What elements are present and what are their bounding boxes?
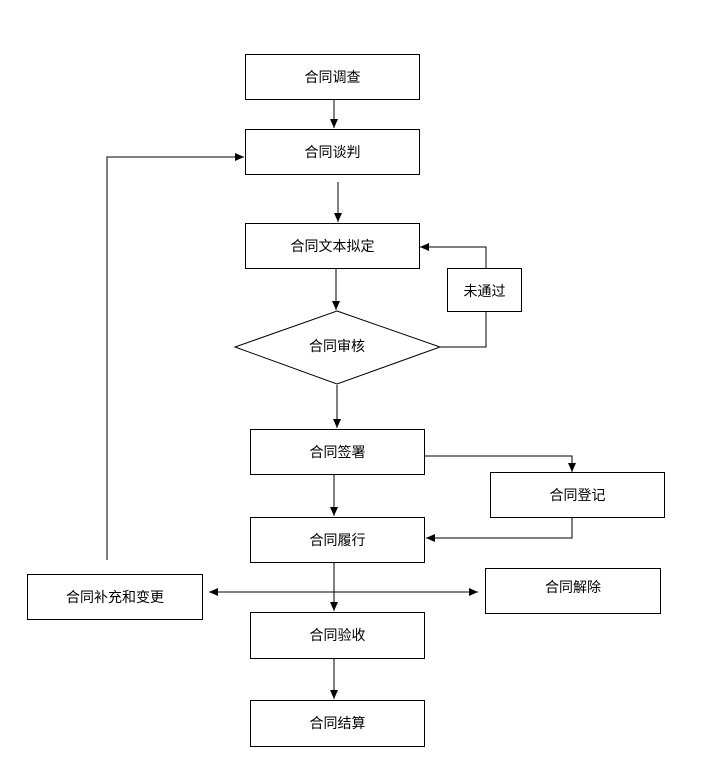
step-accept-label: 合同验收 <box>309 628 366 644</box>
arrow-supplement-to-negotiate <box>106 153 244 560</box>
step-settle: 合同结算 <box>250 700 425 747</box>
step-negotiate: 合同谈判 <box>245 129 420 175</box>
step-perform: 合同履行 <box>250 517 425 563</box>
step-terminate: 合同解除 <box>485 568 661 614</box>
step-review-label: 合同审核 <box>309 339 365 355</box>
step-supplement: 合同补充和变更 <box>27 574 203 620</box>
step-settle-label: 合同结算 <box>309 716 366 732</box>
step-sign: 合同签署 <box>250 429 425 475</box>
step-terminate-label: 合同解除 <box>545 580 601 596</box>
step-draft: 合同文本拟定 <box>245 223 420 269</box>
step-draft-label: 合同文本拟定 <box>290 239 375 255</box>
step-register-label: 合同登记 <box>549 488 606 504</box>
step-sign-label: 合同签署 <box>309 445 366 461</box>
step-supplement-label: 合同补充和变更 <box>66 590 164 606</box>
step-investigate: 合同调查 <box>245 54 420 100</box>
step-not-passed-label: 未通过 <box>463 284 506 300</box>
arrow-sign-to-register <box>425 455 576 472</box>
step-register: 合同登记 <box>490 472 665 518</box>
step-negotiate-label: 合同谈判 <box>304 145 361 161</box>
step-investigate-label: 合同调查 <box>304 70 361 86</box>
step-accept: 合同验收 <box>250 612 425 659</box>
review-diamond <box>233 310 442 385</box>
arrow-register-to-perform <box>426 518 573 542</box>
step-perform-label: 合同履行 <box>309 533 366 549</box>
step-not-passed: 未通过 <box>447 268 522 312</box>
